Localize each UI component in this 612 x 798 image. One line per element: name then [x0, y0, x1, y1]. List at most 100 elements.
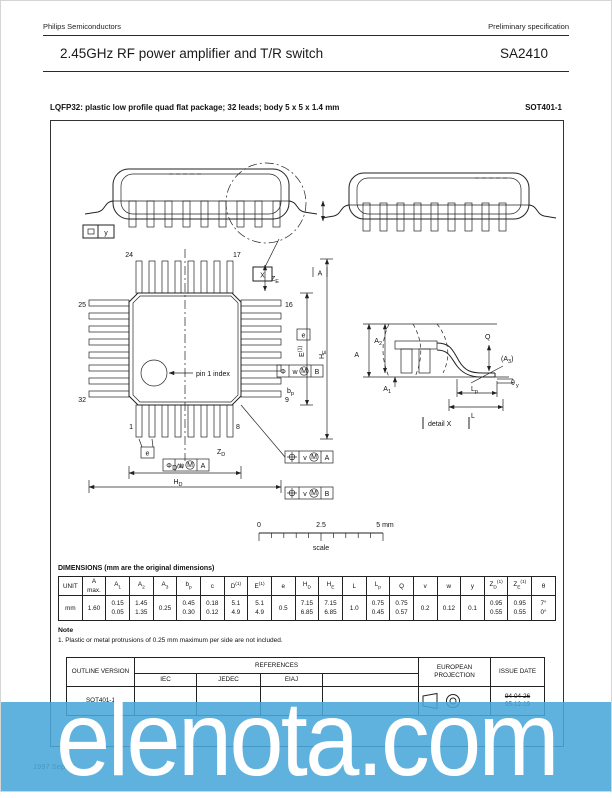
pin1-index-label: pin 1 index — [196, 371, 230, 378]
pin-number-9: 9 — [285, 397, 289, 404]
datum-y-frame: y — [82, 224, 115, 239]
dim-e-cap: E(1) — [298, 345, 307, 357]
dim-col-header: HE — [318, 575, 343, 597]
package-drawing: M X — [78, 162, 557, 552]
title-rule — [43, 71, 569, 72]
side-view-left: X y — [82, 162, 318, 282]
pin-number-32: 32 — [78, 397, 86, 404]
detail-x-caption: detail X — [428, 421, 452, 428]
dim-ze: ZE — [271, 276, 279, 285]
header-company: Philips Semiconductors — [43, 22, 121, 31]
dim-col-header: y — [460, 575, 485, 597]
dim-col-header: UNIT — [58, 575, 83, 597]
dim-bp: bp — [287, 388, 294, 397]
svg-text:A: A — [325, 455, 330, 462]
dim-col-values: mm — [58, 595, 83, 622]
svg-text:A: A — [201, 463, 206, 470]
dim-zd: ZD — [217, 449, 225, 458]
detail-x-view: A A2 A1 Q (A3) θ y Lp — [354, 323, 519, 429]
dim-col-header: E(1) — [247, 575, 272, 597]
scale-tick-max: 5 mm — [376, 522, 394, 529]
detail-dim-a1: A1 — [383, 386, 391, 395]
package-drawing-box: M X — [50, 120, 564, 747]
tol-frame-w-a: Φ w A — [162, 458, 210, 472]
dim-col-header: bp — [176, 575, 201, 597]
dim-col-values: 1.60 — [81, 595, 107, 622]
dim-col-header: Lp — [365, 575, 391, 597]
scale-bar: 0 2.5 5 mm scale — [257, 522, 394, 552]
tol-frame-w-b: Φ w B — [276, 364, 324, 378]
dim-col-values: 0.2 — [412, 595, 438, 622]
dim-col-header: ZE(1) — [507, 575, 533, 597]
figure-heading: LQFP32: plastic low profile quad flat pa… — [50, 103, 562, 112]
scale-label: scale — [313, 545, 329, 552]
pin-number-24: 24 — [125, 252, 133, 259]
svg-text:B: B — [315, 369, 320, 376]
dim-col-values: 0.25 — [152, 595, 178, 622]
header-spec-type: Preliminary specification — [488, 22, 569, 31]
dim-col-header: D(1) — [223, 575, 249, 597]
svg-text:Φ: Φ — [280, 369, 286, 376]
references-header: REFERENCES — [133, 657, 420, 674]
dim-e-right: e — [302, 333, 306, 340]
page-title: 2.45GHz RF power amplifier and T/R switc… — [60, 46, 324, 61]
svg-text:w: w — [291, 369, 298, 376]
dim-col-header: v — [412, 575, 438, 597]
page-header: Philips Semiconductors Preliminary speci… — [43, 22, 569, 31]
dim-col-values: 0.5 — [270, 595, 296, 622]
dimensions-caption: DIMENSIONS (mm are the original dimensio… — [58, 565, 215, 572]
detail-dim-a3: (A3) — [501, 356, 513, 365]
detail-x-ref: X — [260, 273, 265, 280]
watermark-text: elenota.com — [56, 680, 560, 798]
detail-dim-q: Q — [485, 334, 491, 341]
dim-col-values: 0.12 — [436, 595, 462, 622]
dim-col-header: c — [199, 575, 225, 597]
svg-text:v: v — [303, 455, 307, 462]
package-description: LQFP32: plastic low profile quad flat pa… — [50, 103, 340, 112]
detail-dim-lp: Lp — [471, 386, 478, 395]
issue-date-old: 94-04-26 — [504, 693, 531, 701]
svg-text:v: v — [303, 491, 307, 498]
dim-col-header: L — [341, 575, 367, 597]
qfp-top-view: 24 17 25 32 16 9 1 8 pin 1 index e Φ w — [78, 249, 334, 500]
dim-col-values: 1.0 — [341, 595, 367, 622]
detail-x-circle — [225, 162, 307, 244]
dim-hd: HD — [173, 479, 182, 488]
outline-version-header: OUTLINE VERSION — [66, 657, 135, 687]
detail-dim-a2: A2 — [374, 338, 382, 347]
svg-text:Φ: Φ — [166, 463, 172, 470]
dim-d: D(1) — [172, 464, 184, 473]
dim-col-header: Q — [389, 575, 414, 597]
detail-dim-l: L — [471, 413, 475, 420]
svg-text:B: B — [325, 491, 330, 498]
dim-col-header: A2 — [128, 575, 154, 597]
side-view-right — [320, 172, 557, 232]
title-row: 2.45GHz RF power amplifier and T/R switc… — [60, 46, 548, 61]
part-number: SA2410 — [499, 46, 548, 61]
dim-e-bottom: e — [146, 451, 150, 458]
dim-a-ref: A — [318, 271, 323, 278]
projection-header: EUROPEAN PROJECTION — [418, 657, 492, 687]
dim-col-values: 7°0° — [531, 595, 556, 622]
detail-dim-y: y — [516, 383, 519, 389]
pin-number-16: 16 — [285, 302, 293, 309]
dim-col-header: HD — [294, 575, 320, 597]
scale-tick-0: 0 — [257, 522, 261, 529]
pin-number-1: 1 — [129, 424, 133, 431]
dim-col-header: θ — [531, 575, 556, 597]
note-title: Note — [58, 627, 74, 634]
datum-y-label: y — [104, 230, 108, 237]
dim-col-header: w — [436, 575, 462, 597]
dim-col-header: e — [270, 575, 296, 597]
